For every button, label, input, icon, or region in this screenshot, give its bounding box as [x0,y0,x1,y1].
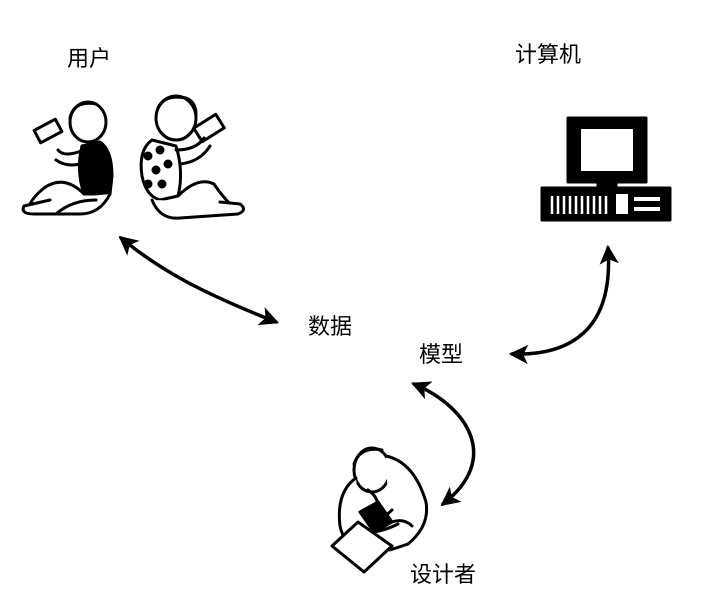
users-reading-icon [21,94,245,220]
monitor-screen [579,127,635,173]
computer-icon [540,116,672,222]
data-label: 数据 [308,315,352,340]
model-label: 模型 [419,343,463,368]
designer-label: 设计者 [410,563,476,588]
arrows [118,235,619,506]
arrow-users-data [118,235,279,326]
arrow-model-designer [411,381,476,506]
computer-label: 计算机 [515,43,581,68]
left-reader-figure [21,100,114,216]
users-label: 用户 [67,47,111,72]
designer-icon [330,446,429,574]
arrow-model-computer [508,244,619,365]
right-reader-figure [139,94,245,220]
